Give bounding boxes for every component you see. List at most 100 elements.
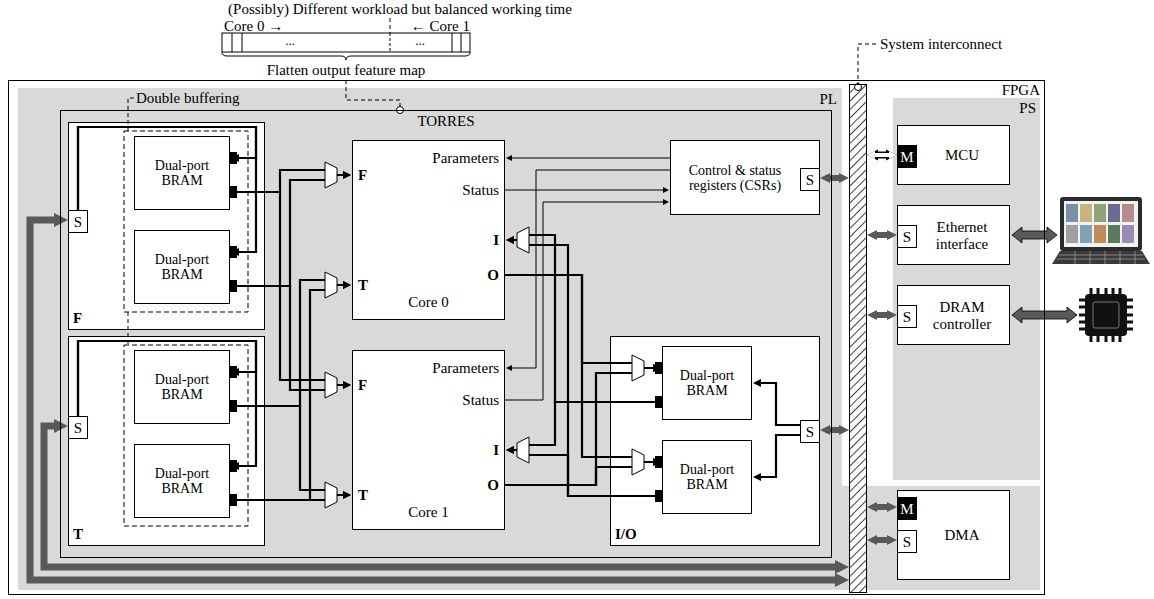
connector-group	[230, 406, 343, 495]
bar-split	[390, 33, 391, 52]
laptop-screen	[1060, 197, 1142, 251]
node-fill	[849, 84, 867, 593]
node-fill	[610, 336, 820, 546]
ps-region-text: PS	[1019, 100, 1036, 117]
connector-group	[877, 235, 887, 236]
connector-group	[514, 450, 662, 496]
connector	[230, 280, 343, 406]
slave-port: S	[897, 305, 917, 328]
bram-box-text: Dual-port BRAM	[665, 462, 749, 493]
node-fill	[897, 205, 1010, 265]
interconnect-bar-text: System interconnect	[880, 36, 1002, 53]
dashed-leader	[858, 44, 876, 84]
dram-controller-box-text: DRAM controller	[917, 299, 1007, 332]
connector	[505, 368, 653, 485]
ps-region: MMCUSEthernet interfaceSDRAM controllerP…	[893, 98, 1040, 480]
node-fill	[134, 444, 230, 518]
connector-group	[877, 315, 887, 316]
bram-box-text: Dual-port BRAM	[137, 372, 227, 403]
image-thumbnail	[1080, 204, 1092, 222]
connector-group	[505, 275, 653, 368]
callout-label: Flatten output feature map	[267, 62, 426, 79]
connector	[78, 127, 256, 210]
chip-icon	[1079, 288, 1133, 342]
connector	[78, 341, 256, 416]
csr-box: SControl & status registers (CSRs)	[670, 140, 820, 215]
node-fill	[800, 168, 820, 191]
connector	[514, 402, 662, 450]
connector	[761, 435, 800, 477]
core-box-text: F	[358, 377, 367, 394]
image-thumbnail	[1108, 204, 1120, 222]
slave-port: S	[800, 168, 820, 191]
bram-port	[655, 396, 662, 408]
image-thumbnail	[1122, 204, 1134, 222]
bram-box-text: Dual-port BRAM	[137, 252, 227, 283]
node-fill	[134, 230, 230, 304]
connector	[761, 383, 800, 425]
fpga-boundary: S Dual-port BRAM Dual-port BRAM F S Dual-port…	[8, 80, 1045, 595]
bram-port	[230, 400, 237, 412]
block-arrow	[1012, 227, 1057, 243]
connector	[514, 235, 662, 402]
chip-body	[1085, 294, 1127, 336]
fill-group	[8, 80, 1045, 595]
slave-port-text: S	[803, 171, 817, 188]
connector-group	[512, 170, 670, 368]
connector	[44, 426, 835, 567]
node-fill	[893, 98, 1040, 480]
connector-group	[505, 190, 663, 191]
connector-group	[230, 192, 343, 385]
bram-box: Dual-port BRAM	[134, 136, 230, 210]
image-thumbnail	[1122, 225, 1134, 243]
bram-port	[655, 456, 662, 468]
node-fill	[134, 136, 230, 210]
core-box: FTParametersStatusIOCore 0	[352, 140, 505, 320]
connector	[230, 192, 343, 385]
connector-group	[230, 175, 343, 286]
node-fill	[68, 210, 88, 233]
bram-port	[230, 366, 237, 378]
slave-port-text: S	[71, 213, 85, 230]
connector	[505, 275, 653, 368]
connector-group	[230, 280, 343, 406]
connector	[877, 232, 887, 238]
node-fill	[897, 530, 917, 553]
node-fill	[897, 125, 1010, 185]
connector	[230, 285, 343, 500]
connector-group	[830, 178, 839, 179]
dma-box-text: DMA	[917, 527, 1007, 544]
dma-box: MSDMA	[897, 490, 1010, 580]
node-fill	[68, 122, 265, 330]
core-box-text: F	[358, 167, 367, 184]
master-port: M	[897, 145, 917, 168]
node-fill	[18, 88, 842, 590]
master-port-text: M	[900, 148, 914, 165]
node-fill	[800, 420, 820, 443]
connector	[877, 537, 887, 543]
connector-group	[78, 127, 256, 252]
ethernet-box-text: Ethernet interface	[917, 219, 1007, 252]
pl-dma-region	[842, 486, 1040, 590]
connector	[877, 312, 887, 318]
connector	[830, 427, 839, 433]
laptop-display	[1064, 201, 1138, 247]
connector-group	[505, 462, 653, 485]
image-thumbnail	[1066, 225, 1078, 243]
image-thumbnail	[1066, 204, 1078, 222]
core-box-text: Status	[462, 392, 499, 409]
node-fill	[352, 350, 505, 530]
direction-label: ← Core 1	[411, 18, 470, 35]
chip-pins	[1079, 288, 1133, 342]
connector	[505, 202, 663, 400]
node-fill	[352, 140, 505, 320]
connector	[230, 175, 343, 286]
connector	[78, 127, 256, 252]
connector	[505, 462, 653, 485]
core-box: FTParametersStatusIOCore 1	[352, 350, 505, 530]
mux-symbol	[325, 272, 337, 298]
node-fill	[897, 490, 1010, 580]
connector-group	[78, 341, 256, 466]
bram-port	[655, 362, 662, 374]
